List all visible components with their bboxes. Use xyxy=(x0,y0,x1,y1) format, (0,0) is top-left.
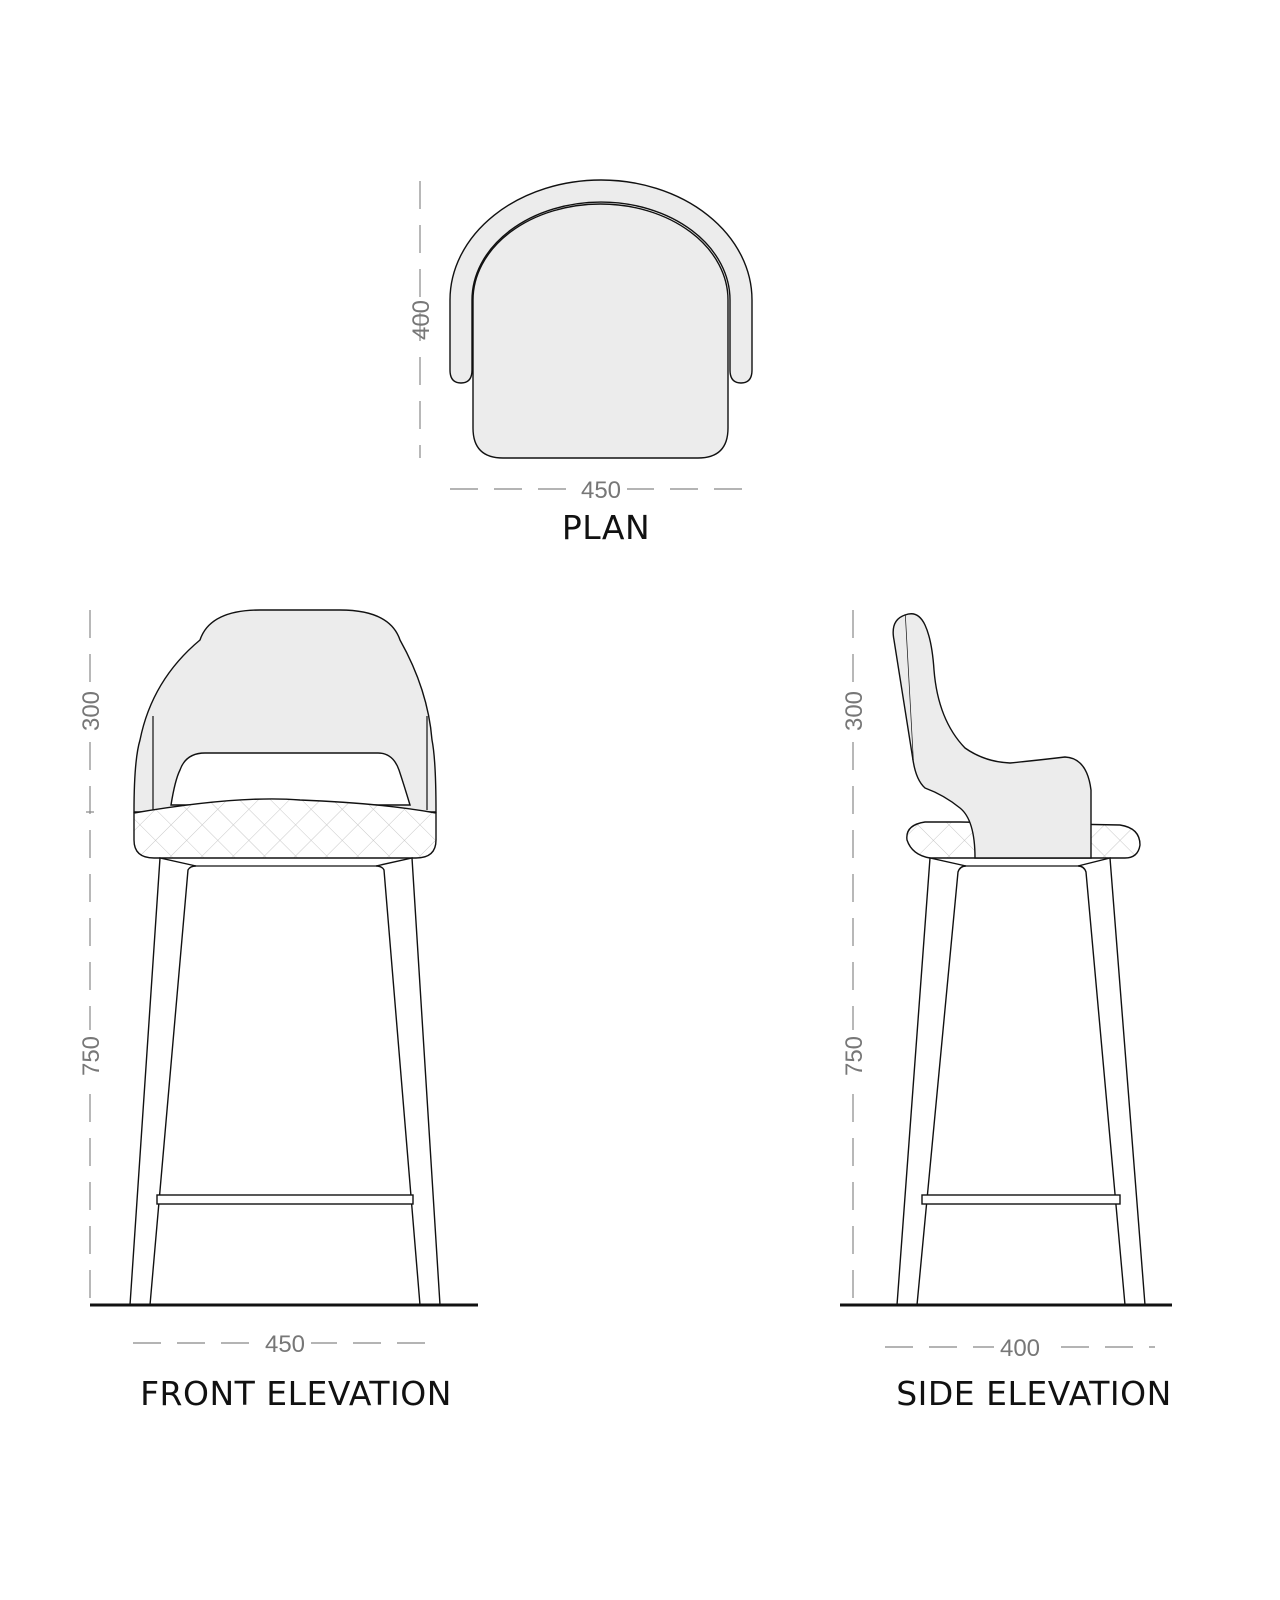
front-elevation-title: FRONT ELEVATION xyxy=(140,1374,452,1413)
side-depth-label: 400 xyxy=(1000,1335,1040,1362)
side-elevation-title: SIDE ELEVATION xyxy=(896,1374,1172,1413)
front-left-leg xyxy=(129,857,197,1306)
side-back-height-label: 300 xyxy=(841,691,868,731)
plan-view: 400 450 PLAN xyxy=(408,179,753,547)
front-seat-cushion xyxy=(133,798,437,859)
plan-title: PLAN xyxy=(562,508,650,547)
plan-seat xyxy=(472,203,729,459)
front-footrest xyxy=(156,1194,414,1205)
plan-width-label: 450 xyxy=(581,477,621,504)
side-front-leg xyxy=(896,857,967,1306)
front-elevation-view: 300 750 450 FRONT ELEVATION xyxy=(78,609,478,1413)
front-width-label: 450 xyxy=(265,1331,305,1358)
front-backrest-opening xyxy=(170,752,411,806)
side-backrest-armrest xyxy=(904,613,1092,859)
side-seat-height-label: 750 xyxy=(841,1036,868,1076)
side-footrest xyxy=(921,1194,1121,1205)
plan-arm-backrest xyxy=(449,179,753,384)
side-elevation-view: 300 750 400 SIDE ELEVATION xyxy=(840,610,1172,1413)
side-back-leg xyxy=(1077,857,1146,1306)
front-right-leg xyxy=(375,857,441,1306)
front-seat-height-label: 750 xyxy=(78,1036,105,1076)
plan-depth-label: 400 xyxy=(408,300,435,340)
front-back-height-label: 300 xyxy=(78,691,105,731)
